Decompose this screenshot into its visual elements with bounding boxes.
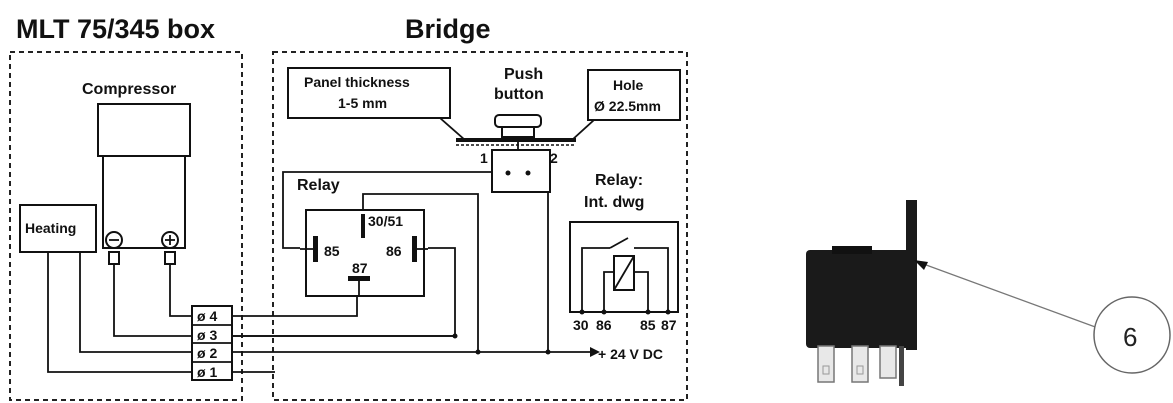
hole-label: Hole	[613, 77, 644, 93]
terminal-2-label: ø 2	[197, 345, 217, 361]
switch-pin-1: 1	[480, 150, 488, 166]
terminal-4-label: ø 4	[197, 308, 217, 324]
int-pin-85: 85	[640, 317, 656, 333]
callout-circle: 6	[1093, 296, 1171, 374]
panel-thickness-callout: Panel thickness 1-5 mm	[287, 67, 466, 141]
relay-photo	[806, 200, 917, 386]
callout-leader	[914, 260, 1099, 329]
relay-pin-3051: 30/51	[368, 213, 403, 229]
hole-value: Ø 22.5mm	[594, 98, 661, 114]
heating-element: Heating	[19, 204, 196, 373]
compressor-label: Compressor	[82, 81, 176, 98]
mlt-box-title: MLT 75/345 box	[16, 14, 215, 44]
int-pin-86: 86	[596, 317, 612, 333]
mlt-box-enclosure	[9, 51, 243, 401]
callout-number: 6	[1123, 322, 1137, 352]
bridge-enclosure	[272, 51, 688, 401]
relay-int-label-1: Relay:	[595, 172, 643, 189]
compressor	[97, 103, 191, 249]
int-pin-30: 30	[573, 317, 589, 333]
push-button-symbol	[456, 114, 576, 193]
relay-int-label-2: Int. dwg	[584, 194, 644, 211]
int-pin-87: 87	[661, 317, 677, 333]
hole-callout: Hole Ø 22.5mm	[571, 69, 681, 141]
relay-pin-87: 87	[352, 260, 368, 276]
panel-thickness-label: Panel thickness	[304, 74, 410, 90]
relay-internal-drawing	[569, 221, 679, 315]
panel-thickness-value: 1-5 mm	[338, 95, 387, 111]
compressor-plus-terminal	[161, 231, 196, 317]
heating-label: Heating	[25, 220, 76, 236]
push-button-label-2: button	[494, 86, 544, 103]
terminal-3-label: ø 3	[197, 327, 217, 343]
bridge-title: Bridge	[405, 14, 491, 44]
relay-pin-86: 86	[386, 243, 402, 259]
terminal-1-label: ø 1	[197, 364, 217, 380]
supply-voltage-label: + 24 V DC	[598, 346, 663, 362]
relay-label: Relay	[297, 177, 340, 194]
relay-symbol	[300, 209, 428, 297]
terminal-strip: ø 4 ø 3 ø 2 ø 1	[191, 305, 233, 381]
switch-pin-2: 2	[550, 150, 558, 166]
relay-pin-85: 85	[324, 243, 340, 259]
push-button-label-1: Push	[504, 66, 543, 83]
